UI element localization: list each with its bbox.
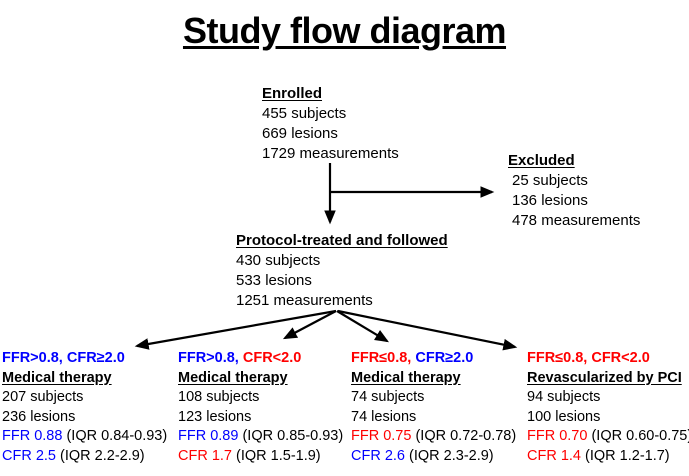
arrow-to-branch-3 xyxy=(336,310,390,343)
branch-lesions: 74 lesions xyxy=(351,408,417,425)
ffr-iqr: (IQR 0.85-0.93) xyxy=(238,428,344,444)
cfr-value: CFR 1.4 xyxy=(527,447,581,464)
cfr-value: CFR 2.5 xyxy=(2,447,56,464)
ffr-value: FFR 0.70 xyxy=(527,428,588,444)
branch-criteria: FFR≤0.8, CFR≥2.0 xyxy=(351,349,516,369)
arrow-to-branch-2 xyxy=(282,310,337,340)
branch-treatment: Revascularized by PCI xyxy=(527,369,682,386)
branch-treatment: Medical therapy xyxy=(351,369,461,386)
criteria-part-1: FFR>0.8, xyxy=(178,350,239,366)
protocol-title: Protocol-treated and followed xyxy=(236,232,448,249)
enrolled-block: Enrolled 455 subjects 669 lesions 1729 m… xyxy=(262,84,399,164)
protocol-block: Protocol-treated and followed 430 subjec… xyxy=(236,231,448,311)
excluded-title: Excluded xyxy=(508,152,575,169)
branch-lesions: 236 lesions xyxy=(2,408,76,425)
branch-cfr-line: CFR 1.7 (IQR 1.5-1.9) xyxy=(178,447,343,467)
branch-cfr-line: CFR 1.4 (IQR 1.2-1.7) xyxy=(527,447,689,467)
criteria-part-1: FFR≤0.8, CFR<2.0 xyxy=(527,350,650,366)
branch-ffr-high-cfr-low: FFR>0.8, CFR<2.0 Medical therapy 108 sub… xyxy=(178,349,343,466)
branch-treatment: Medical therapy xyxy=(2,369,112,386)
branch-subjects: 108 subjects xyxy=(178,389,260,405)
branch-criteria: FFR≤0.8, CFR<2.0 xyxy=(527,349,689,369)
branch-ffr-low-cfr-high: FFR≤0.8, CFR≥2.0 Medical therapy 74 subj… xyxy=(351,349,516,466)
enrolled-measurements: 1729 measurements xyxy=(262,145,399,162)
ffr-value: FFR 0.88 xyxy=(2,428,63,444)
branch-treatment: Medical therapy xyxy=(178,369,288,386)
criteria-part-1: FFR>0.8, CFR≥2.0 xyxy=(2,350,125,366)
ffr-iqr: (IQR 0.84-0.93) xyxy=(62,428,168,444)
arrow-to-branch-1 xyxy=(134,309,337,350)
branch-criteria: FFR>0.8, CFR<2.0 xyxy=(178,349,343,369)
branch-ffr-line: FFR 0.88 (IQR 0.84-0.93) xyxy=(2,427,167,447)
criteria-part-1: FFR≤0.8, xyxy=(351,350,412,366)
cfr-iqr: (IQR 1.5-1.9) xyxy=(232,447,321,464)
excluded-block: Excluded 25 subjects 136 lesions 478 mea… xyxy=(508,151,640,231)
ffr-iqr: (IQR 0.60-0.75) xyxy=(587,428,689,444)
branch-subjects: 207 subjects xyxy=(2,389,84,405)
ffr-iqr: (IQR 0.72-0.78) xyxy=(411,428,517,444)
branch-criteria: FFR>0.8, CFR≥2.0 xyxy=(2,349,167,369)
branch-cfr-line: CFR 2.6 (IQR 2.3-2.9) xyxy=(351,447,516,467)
cfr-iqr: (IQR 2.3-2.9) xyxy=(405,447,494,464)
ffr-value: FFR 0.89 xyxy=(178,428,239,444)
branch-lesions: 100 lesions xyxy=(527,408,601,425)
branch-cfr-line: CFR 2.5 (IQR 2.2-2.9) xyxy=(2,447,167,467)
arrow-to-branch-4 xyxy=(337,309,518,351)
excluded-measurements: 478 measurements xyxy=(512,212,641,229)
cfr-value: CFR 1.7 xyxy=(178,447,232,464)
enrolled-title: Enrolled xyxy=(262,85,323,102)
protocol-subjects: 430 subjects xyxy=(236,252,321,269)
protocol-lesions: 533 lesions xyxy=(236,272,312,289)
excluded-subjects: 25 subjects xyxy=(512,172,588,189)
branch-ffr-high-cfr-high: FFR>0.8, CFR≥2.0 Medical therapy 207 sub… xyxy=(2,349,167,466)
branch-ffr-line: FFR 0.75 (IQR 0.72-0.78) xyxy=(351,427,516,447)
cfr-iqr: (IQR 1.2-1.7) xyxy=(581,447,670,464)
criteria-part-2: CFR≥2.0 xyxy=(411,350,474,366)
branch-subjects: 74 subjects xyxy=(351,389,425,405)
page-title: Study flow diagram xyxy=(182,10,507,51)
branch-ffr-line: FFR 0.70 (IQR 0.60-0.75) xyxy=(527,427,689,447)
enrolled-lesions: 669 lesions xyxy=(262,125,338,142)
excluded-lesions: 136 lesions xyxy=(512,192,588,209)
protocol-measurements: 1251 measurements xyxy=(236,292,373,309)
cfr-iqr: (IQR 2.2-2.9) xyxy=(56,447,145,464)
branch-lesions: 123 lesions xyxy=(178,408,252,425)
ffr-value: FFR 0.75 xyxy=(351,428,412,444)
branch-ffr-low-cfr-low: FFR≤0.8, CFR<2.0 Revascularized by PCI 9… xyxy=(527,349,689,466)
criteria-part-2: CFR<2.0 xyxy=(238,350,302,366)
cfr-value: CFR 2.6 xyxy=(351,447,405,464)
enrolled-subjects: 455 subjects xyxy=(262,105,347,122)
branch-subjects: 94 subjects xyxy=(527,389,601,405)
branch-ffr-line: FFR 0.89 (IQR 0.85-0.93) xyxy=(178,427,343,447)
